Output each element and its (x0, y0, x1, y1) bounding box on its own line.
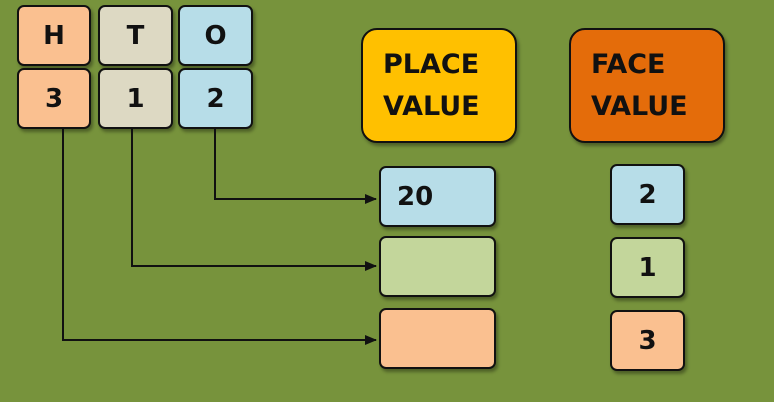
place-value-ones-label: 20 (397, 181, 434, 212)
ones-digit: 2 (178, 68, 253, 129)
face-value-header: FACE VALUE (569, 28, 725, 143)
face-value-hundreds-label: 3 (638, 325, 657, 356)
face-value-tens-label: 1 (638, 252, 657, 283)
tens-arrow (131, 129, 377, 271)
face-value-hundreds: 3 (610, 310, 685, 371)
hundreds-digit: 3 (17, 68, 91, 129)
face-value-tens: 1 (610, 237, 685, 298)
hundreds-digit-label: 3 (44, 83, 64, 114)
tens-header-label: T (126, 20, 145, 51)
place-value-ones: 20 (379, 166, 496, 227)
place-value-hundreds (379, 308, 496, 369)
ones-header: O (178, 5, 253, 66)
place-value-title-line2: VALUE (383, 90, 480, 122)
hundreds-arrow (62, 129, 377, 345)
tens-digit: 1 (98, 68, 173, 129)
hundreds-header: H (17, 5, 91, 66)
ones-arrow (214, 129, 377, 204)
place-value-tens (379, 236, 496, 297)
place-value-header: PLACE VALUE (361, 28, 517, 143)
hundreds-header-label: H (43, 20, 65, 51)
face-value-title-line2: VALUE (591, 90, 688, 122)
face-value-ones: 2 (610, 164, 685, 225)
ones-digit-label: 2 (206, 83, 225, 114)
place-value-title-line1: PLACE (383, 48, 480, 80)
tens-header: T (98, 5, 173, 66)
face-value-ones-label: 2 (638, 179, 657, 210)
tens-digit-label: 1 (126, 83, 145, 114)
face-value-title-line1: FACE (591, 48, 666, 80)
ones-header-label: O (204, 20, 227, 51)
